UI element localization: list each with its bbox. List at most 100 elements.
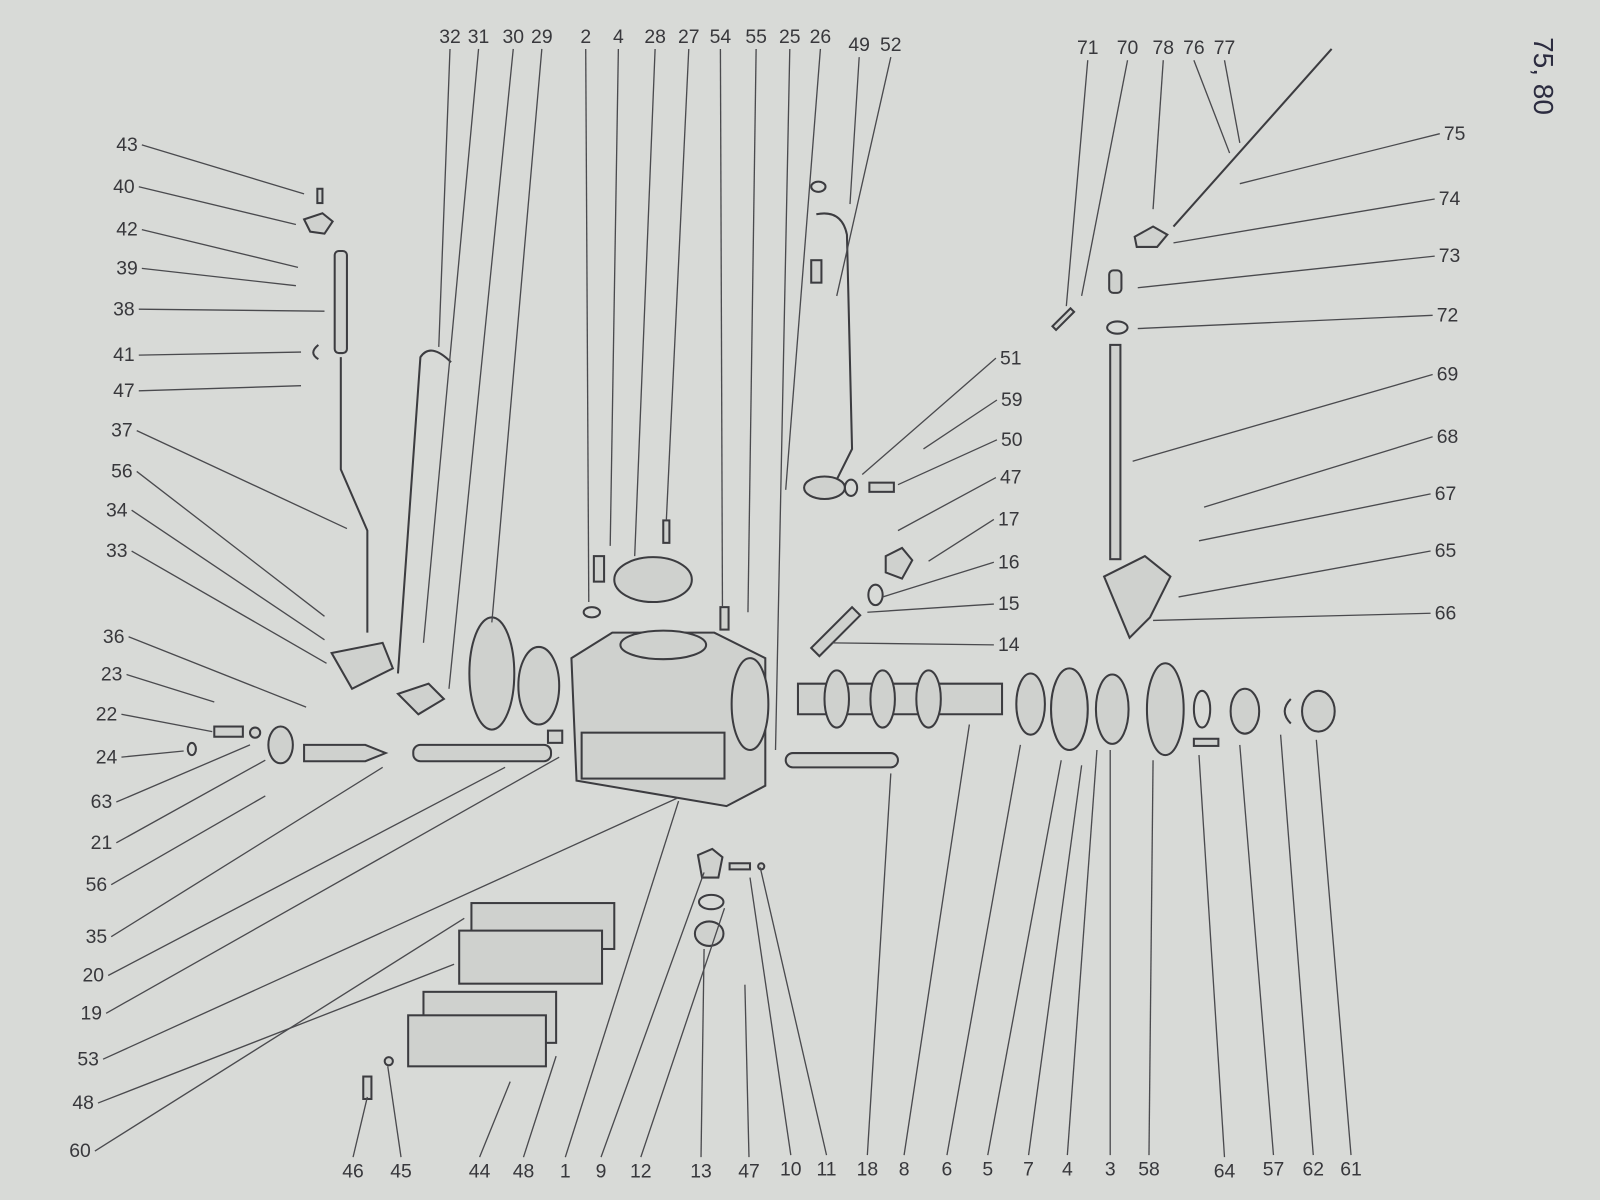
callout-label: 38 [113, 298, 135, 320]
callout-label: 71 [1077, 37, 1099, 59]
callout-label: 41 [113, 344, 135, 366]
housing-side-cover [580, 731, 726, 780]
callout-label: 30 [502, 26, 524, 48]
leader-line [138, 186, 297, 226]
leader-line [866, 773, 892, 1156]
leader-line [1198, 493, 1431, 542]
callout-label: 74 [1439, 188, 1461, 210]
leader-line [110, 795, 266, 886]
washer-part-45 [383, 1056, 394, 1067]
callout-label: 21 [91, 832, 113, 854]
leader-line [121, 713, 213, 733]
leader-line [785, 48, 822, 490]
ring-part-24 [186, 741, 197, 757]
housing-top-opening [619, 629, 708, 661]
parts-drawing [186, 48, 1336, 1100]
callout-label: 47 [738, 1161, 760, 1183]
washer-part-2 [582, 606, 602, 619]
washer-part-72 [1106, 320, 1129, 335]
callout-label: 19 [80, 1002, 102, 1024]
callout-label: 78 [1152, 37, 1174, 59]
leader-line [849, 57, 860, 205]
ring-part-6 [1015, 672, 1046, 736]
callout-label: 49 [848, 34, 870, 56]
leader-line [640, 907, 726, 1158]
leader-line [94, 917, 465, 1152]
callout-label: 47 [1000, 467, 1022, 489]
leader-line [116, 744, 251, 803]
callout-label: 28 [644, 26, 666, 48]
leader-line [836, 56, 892, 297]
leader-line [438, 48, 451, 347]
bearing-part-3 [1094, 673, 1130, 745]
callout-label: 70 [1117, 37, 1139, 59]
bolt-part-4 [592, 555, 606, 583]
callout-label: 44 [469, 1161, 491, 1183]
callout-label: 23 [101, 664, 123, 686]
leader-line [121, 750, 184, 758]
leader-line [1153, 612, 1431, 622]
housing-end-opening [730, 657, 770, 752]
bearing-part-5 [1050, 667, 1089, 752]
fork-part-73 [1108, 269, 1123, 294]
leader-line [946, 744, 1022, 1156]
callout-label: 48 [72, 1092, 94, 1114]
leader-line [987, 760, 1062, 1156]
leader-line [105, 756, 560, 1014]
bracket-part-31 [396, 682, 446, 716]
leader-line [352, 1096, 368, 1158]
leader-line [719, 48, 724, 608]
leader-line [491, 48, 543, 623]
plate-part-58 [1145, 662, 1185, 757]
plug-part-13 [693, 920, 725, 947]
pin-part-71 [1050, 306, 1076, 332]
leader-line [634, 48, 656, 557]
callout-label: 43 [116, 134, 138, 156]
callout-label: 36 [103, 626, 125, 648]
plate-part-33 [330, 641, 395, 691]
clip-part [312, 344, 320, 361]
cam-lobe [869, 669, 896, 729]
callout-label: 37 [111, 420, 133, 442]
callout-label: 29 [531, 26, 553, 48]
callout-label: 73 [1439, 245, 1461, 267]
callout-label: 40 [113, 176, 135, 198]
nut-part-61 [1301, 689, 1336, 733]
shaft-part-20 [412, 743, 553, 763]
rod-part-38 [333, 250, 348, 355]
callout-label: 33 [106, 540, 128, 562]
callout-label: 27 [678, 26, 700, 48]
callout-label: 1 [560, 1161, 571, 1183]
callout-label: 14 [998, 634, 1020, 656]
leader-line [1152, 60, 1164, 210]
leader-line [897, 476, 997, 532]
bolt-part-52 [810, 259, 823, 284]
pin-part-10 [728, 862, 752, 871]
leader-line [759, 867, 828, 1156]
callout-label: 72 [1437, 304, 1459, 326]
leader-line [131, 509, 325, 641]
callout-label: 4 [613, 26, 624, 48]
callout-label: 20 [83, 965, 105, 987]
leader-line [138, 351, 302, 356]
leader-line [1027, 765, 1083, 1156]
callout-label: 45 [390, 1161, 412, 1183]
rod-part-49 [816, 212, 854, 491]
callout-label: 2 [580, 26, 591, 48]
bolt-part-50 [868, 481, 895, 493]
plug-part-19 [546, 729, 564, 744]
leader-line [1148, 760, 1154, 1156]
leader-line [747, 48, 757, 613]
callout-label: 61 [1340, 1159, 1362, 1181]
seal-part-16 [867, 583, 884, 607]
callout-label: 15 [998, 593, 1020, 615]
leader-line [1279, 734, 1314, 1156]
callout-label: 35 [86, 926, 108, 948]
gasket-part-28 [613, 556, 693, 604]
callout-label: 12 [630, 1161, 652, 1183]
leader-lines [94, 48, 1440, 1158]
leader-line [131, 550, 327, 664]
rod-part-69 [1109, 343, 1122, 561]
leader-line [897, 439, 998, 486]
